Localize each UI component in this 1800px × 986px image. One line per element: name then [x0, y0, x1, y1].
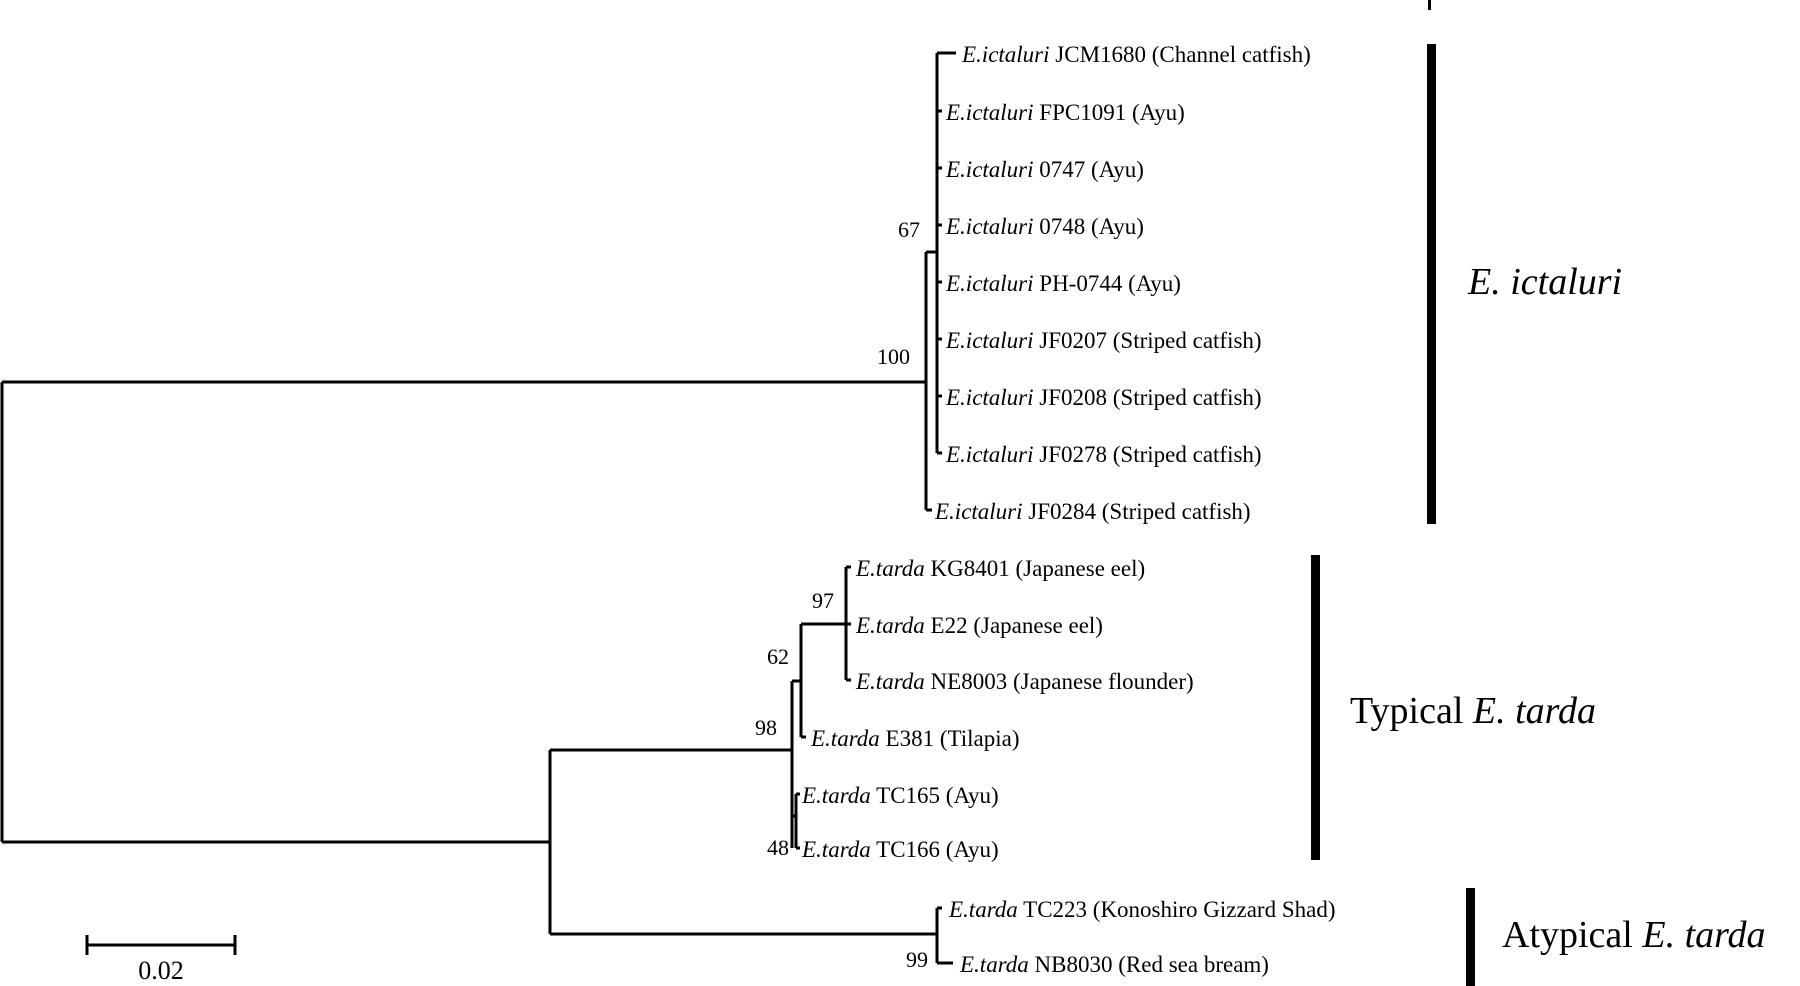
- leaf-label: E.tarda TC166 (Ayu): [801, 837, 999, 862]
- leaf-label: E.ictaluri JCM1680 (Channel catfish): [961, 42, 1311, 67]
- leaf-label: E.ictaluri JF0207 (Striped catfish): [945, 328, 1262, 353]
- scale-bar-label: 0.02: [138, 956, 184, 985]
- tree-branches: [0, 51, 956, 965]
- clade-label-atypical-tarda: Atypical E. tarda: [1502, 914, 1766, 956]
- leaf-label: E.tarda TC223 (Konoshiro Gizzard Shad): [948, 897, 1336, 922]
- leaf-label: E.tarda KG8401 (Japanese eel): [855, 556, 1145, 581]
- leaf-label: E.ictaluri JF0284 (Striped catfish): [934, 499, 1251, 524]
- leaf-label: E.tarda E381 (Tilapia): [810, 726, 1020, 751]
- bootstrap-value: 97: [812, 588, 834, 613]
- scale-bar: [85, 935, 237, 955]
- leaf-label: E.tarda NE8003 (Japanese flounder): [855, 669, 1194, 694]
- clade-bars: [1311, 0, 1475, 986]
- bootstrap-values: 67 100 97 62 98 48 99: [755, 217, 928, 972]
- clade-bar-atypical-tarda: [1466, 888, 1475, 986]
- bootstrap-value: 62: [767, 644, 789, 669]
- leaf-label: E.ictaluri PH-0744 (Ayu): [945, 271, 1181, 296]
- bootstrap-value: 99: [906, 947, 928, 972]
- leaf-label: E.tarda NB8030 (Red sea bream): [959, 952, 1269, 977]
- leaf-label: E.ictaluri 0747 (Ayu): [945, 157, 1144, 182]
- clade-label-ictaluri: E. ictaluri: [1467, 261, 1622, 303]
- leaf-label: E.tarda E22 (Japanese eel): [855, 613, 1103, 638]
- clade-bar-top-fragment: [1428, 0, 1431, 10]
- bootstrap-value: 98: [755, 715, 777, 740]
- bootstrap-value: 67: [898, 217, 920, 242]
- leaf-label: E.ictaluri FPC1091 (Ayu): [945, 100, 1185, 125]
- leaf-labels: E.ictaluri JCM1680 (Channel catfish) E.i…: [801, 42, 1336, 977]
- bootstrap-value: 100: [877, 344, 910, 369]
- clade-label-typical-tarda: Typical E. tarda: [1350, 690, 1596, 732]
- leaf-label: E.ictaluri JF0278 (Striped catfish): [945, 442, 1262, 467]
- clade-bar-typical-tarda: [1311, 555, 1320, 860]
- leaf-label: E.tarda TC165 (Ayu): [801, 783, 999, 808]
- leaf-label: E.ictaluri JF0208 (Striped catfish): [945, 385, 1262, 410]
- bootstrap-value: 48: [767, 835, 789, 860]
- leaf-label: E.ictaluri 0748 (Ayu): [945, 214, 1144, 239]
- clade-bar-ictaluri: [1427, 44, 1436, 524]
